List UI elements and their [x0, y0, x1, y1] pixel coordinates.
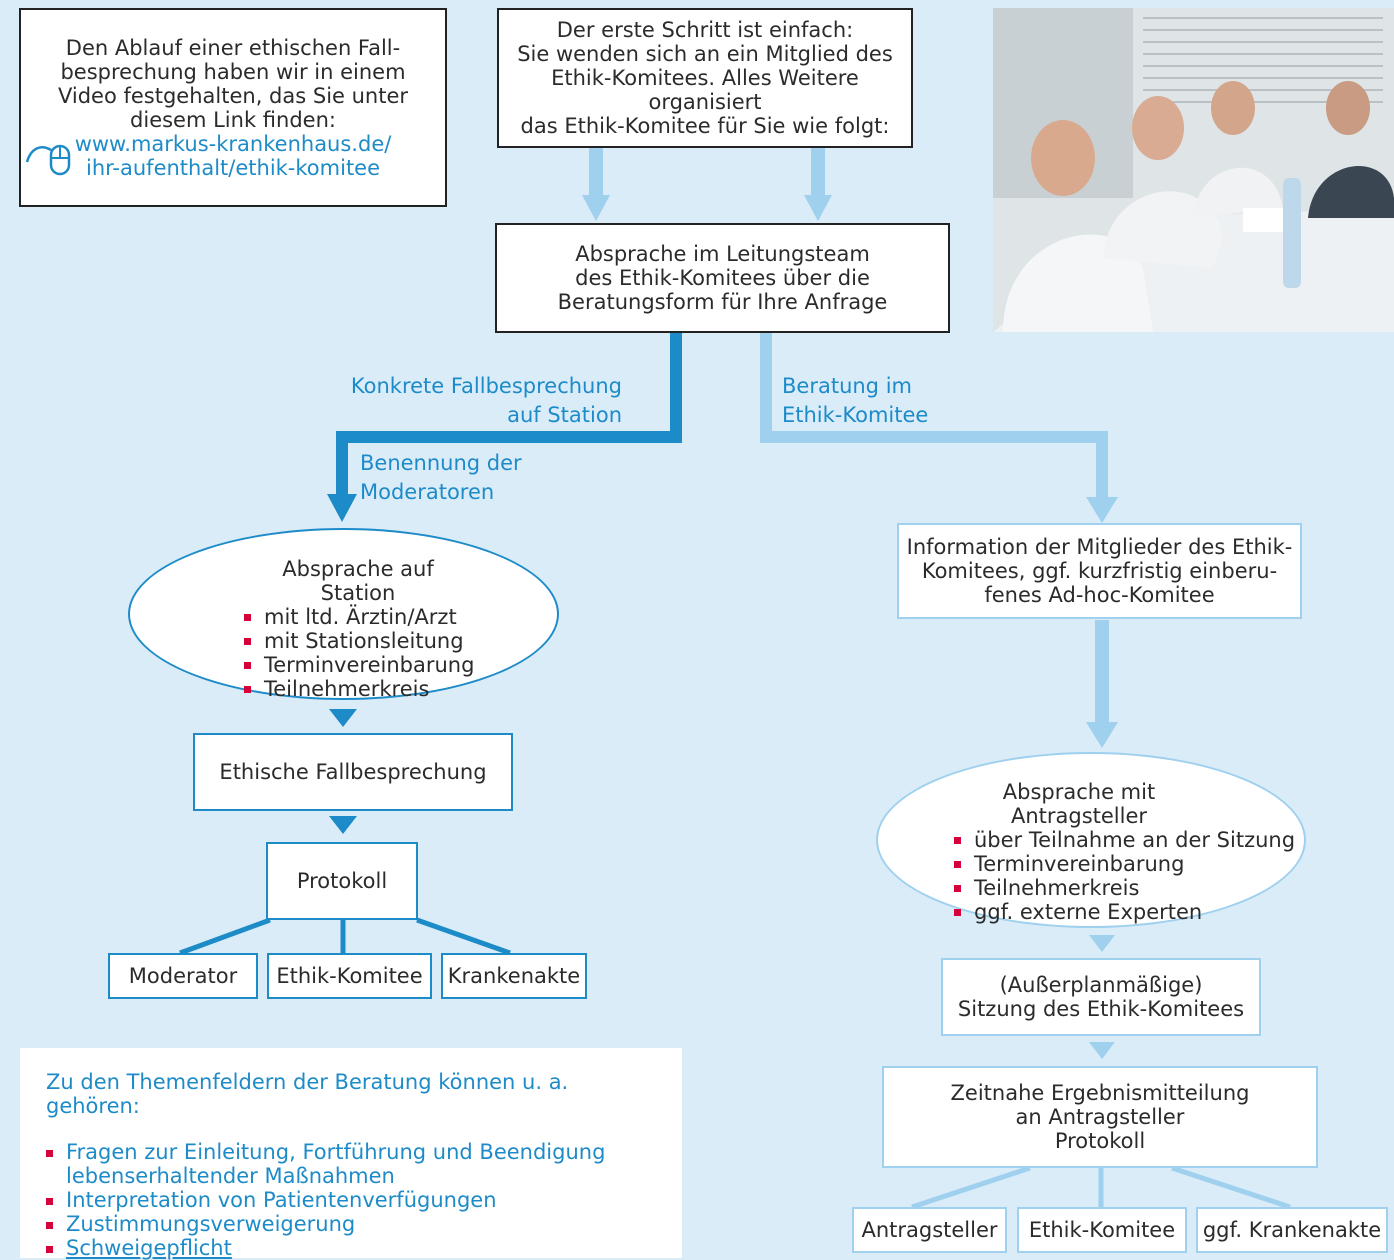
video-line-1: Den Ablauf einer ethischen Fall- [65, 35, 401, 60]
output-krankenakte: Krankenakte [441, 953, 587, 999]
video-line-2: besprechung haben wir in einem [60, 59, 406, 84]
start-line-1: Der erste Schritt ist einfach: [556, 18, 854, 42]
list-item: ggf. externe Experten [954, 900, 1304, 924]
list-item: mit ltd. Ärztin/Arzt [244, 605, 557, 629]
video-link-line-1[interactable]: www.markus-krankenhaus.de/ [74, 131, 392, 156]
connector-right-branch [760, 333, 1108, 500]
antragsteller-ellipse: Absprache mit Antragsteller über Teilnah… [876, 752, 1306, 928]
committee-meeting-photo [993, 8, 1394, 332]
output-ethik-komitee-left: Ethik-Komitee [267, 953, 432, 999]
sitzung-line-1: (Außerplanmäßige) [999, 973, 1203, 997]
branch-komitee-line-2: Ethik-Komitee [782, 403, 929, 427]
list-item: Zustimmungsverweigerung [46, 1212, 656, 1236]
output-antragsteller-label: Antragsteller [861, 1218, 998, 1242]
leitung-line-3: Beratungsform für Ihre Anfrage [557, 290, 888, 314]
start-line-4: das Ethik-Komitee für Sie wie folgt: [520, 114, 890, 138]
topics-box: Zu den Themenfeldern der Beratung können… [20, 1048, 682, 1260]
ergebnis-line-3: Protokoll [1054, 1129, 1146, 1153]
station-list: mit ltd. Ärztin/Arzt mit Stationsleitung… [244, 605, 557, 701]
output-ethik-komitee-left-label: Ethik-Komitee [276, 964, 423, 988]
arrow-to-fallbesprechung [329, 709, 357, 727]
protokoll-label: Protokoll [296, 869, 388, 893]
moderatoren-line-2: Moderatoren [360, 480, 495, 504]
video-info-box: Den Ablauf einer ethischen Fall- besprec… [19, 8, 447, 207]
leitungsteam-box: Absprache im Leitungsteam des Ethik-Komi… [495, 223, 950, 333]
branch-komitee-line-1: Beratung im [782, 374, 912, 398]
video-line-3: Video festgehalten, das Sie unter [57, 83, 409, 108]
video-line-4: diesem Link finden: [130, 107, 336, 132]
arrow-to-protokoll [329, 816, 357, 834]
information-line-3: fenes Ad-hoc-Komitee [984, 583, 1215, 607]
list-item: über Teilnahme an der Sitzung [954, 828, 1304, 852]
arrow-start-left [582, 148, 610, 221]
protokoll-box: Protokoll [266, 842, 418, 920]
branch-station-line-2: auf Station [507, 403, 622, 427]
arrow-to-ergebnis [1089, 1042, 1115, 1059]
branch-station-line-1: Konkrete Fallbesprechung [350, 374, 622, 398]
output-ethik-komitee-right-label: Ethik-Komitee [1028, 1218, 1176, 1242]
fallbesprechung-label: Ethische Fallbesprechung [219, 760, 487, 784]
output-krankenakte-label: Krankenakte [447, 964, 581, 988]
information-line-1: Information der Mitglieder des Ethik- [906, 535, 1293, 559]
branch-label-station: Konkrete Fallbesprechung auf Station [330, 372, 622, 430]
sitzung-box: (Außerplanmäßige) Sitzung des Ethik-Komi… [941, 958, 1261, 1036]
list-item: Terminvereinbarung [244, 653, 557, 677]
video-link-line-2[interactable]: ihr-aufenthalt/ethik-komitee [85, 155, 381, 180]
arrow-to-sitzung [1089, 935, 1115, 952]
list-item: Terminvereinbarung [954, 852, 1304, 876]
ergebnis-line-2: an Antragsteller [1015, 1105, 1185, 1129]
output-antragsteller: Antragsteller [852, 1207, 1007, 1253]
list-item: mit Stationsleitung [244, 629, 557, 653]
connector-left-branch [336, 333, 682, 498]
moderatoren-line-1: Benennung der [360, 451, 522, 475]
station-title: Absprache auf Station [282, 557, 434, 605]
information-line-2: Komitees, ggf. kurzfristig einberu- [921, 559, 1278, 583]
arrow-moderatoren [327, 494, 357, 522]
list-item: Fragen zur Einleitung, Fortführung und B… [46, 1140, 656, 1188]
information-box: Information der Mitglieder des Ethik- Ko… [897, 523, 1302, 619]
output-ethik-komitee-right: Ethik-Komitee [1017, 1207, 1187, 1253]
output-ggf-krankenakte-label: ggf. Krankenakte [1202, 1218, 1382, 1242]
topics-list: Fragen zur Einleitung, Fortführung und B… [46, 1140, 656, 1260]
start-line-2: Sie wenden sich an ein Mitglied des [517, 42, 893, 66]
output-ggf-krankenakte: ggf. Krankenakte [1196, 1207, 1388, 1253]
connector-ergebnis-fanout [911, 1165, 1291, 1210]
arrow-information [1086, 497, 1118, 523]
sitzung-line-2: Sitzung des Ethik-Komitees [957, 997, 1245, 1021]
output-moderator-label: Moderator [128, 964, 238, 988]
topics-intro: Zu den Themenfeldern der Beratung können… [46, 1070, 569, 1118]
list-item: Interpretation von Patientenverfügungen [46, 1188, 656, 1212]
list-item: Teilnehmerkreis [244, 677, 557, 701]
list-item: Teilnehmerkreis [954, 876, 1304, 900]
output-moderator: Moderator [108, 953, 258, 999]
leitung-line-2: des Ethik-Komitees über die [575, 266, 870, 290]
list-item: Schweigepflicht [46, 1236, 656, 1260]
start-box: Der erste Schritt ist einfach: Sie wende… [497, 8, 913, 148]
arrow-to-antrag [1086, 620, 1118, 748]
branch-label-komitee: Beratung im Ethik-Komitee [782, 372, 1002, 430]
connector-protokoll-fanout [179, 917, 511, 956]
leitung-line-1: Absprache im Leitungsteam [575, 242, 870, 266]
antrag-list: über Teilnahme an der Sitzung Terminvere… [954, 828, 1304, 924]
station-ellipse: Absprache auf Station mit ltd. Ärztin/Ar… [128, 528, 559, 701]
mouse-icon [25, 144, 71, 176]
fallbesprechung-box: Ethische Fallbesprechung [193, 733, 513, 811]
arrow-start-right [804, 148, 832, 221]
ergebnis-line-1: Zeitnahe Ergebnismitteilung [950, 1081, 1250, 1105]
start-line-3: Ethik-Komitees. Alles Weitere organisier… [551, 66, 859, 114]
antrag-title: Absprache mit Antragsteller [1002, 780, 1156, 828]
moderatoren-label: Benennung der Moderatoren [360, 449, 580, 507]
ergebnis-box: Zeitnahe Ergebnismitteilung an Antragste… [882, 1066, 1318, 1168]
